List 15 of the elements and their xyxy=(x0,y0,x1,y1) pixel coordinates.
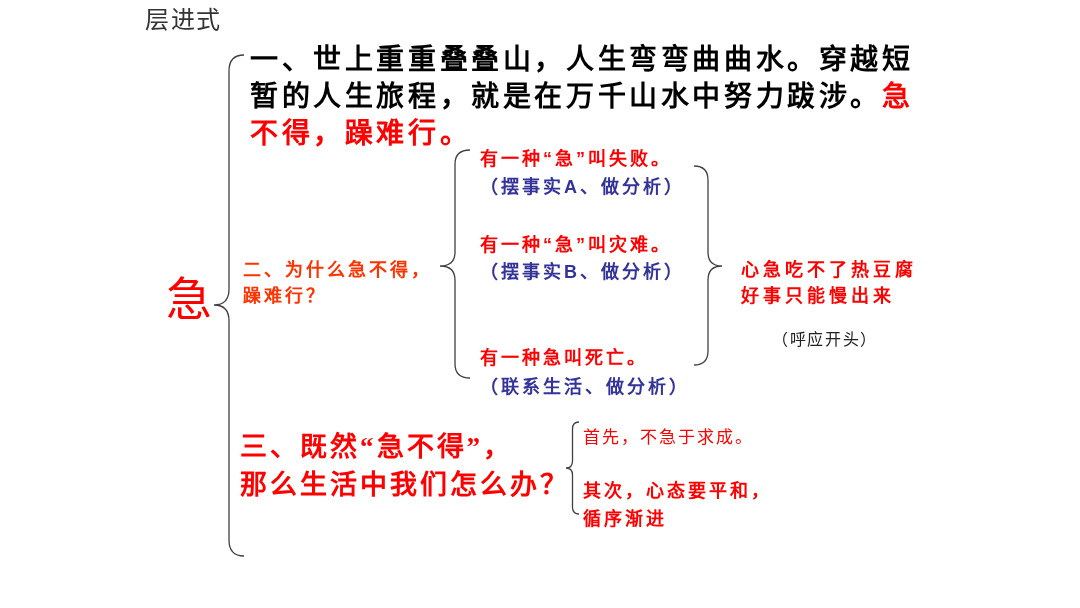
step-text: 首先，不急于求成。 xyxy=(583,427,754,449)
point-paragraph: 一、世上重重叠叠山，人生弯弯曲曲水。穿越短暂的人生旅程，就是在万千山水中努力跋涉。急不得，躁难行。 xyxy=(250,43,915,149)
point-heading: 三、既然“急不得”，那么生活中我们怎么办？ xyxy=(240,431,560,502)
method-note: （摆事实A、做分析） xyxy=(480,176,685,199)
reason-text: 有一种“急”叫灾难。 xyxy=(480,234,672,257)
method-note: （联系生活、做分析） xyxy=(480,376,690,399)
reason-text: 有一种“急”叫失败。 xyxy=(480,148,672,171)
reason-text: 有一种急叫死亡。 xyxy=(480,347,648,370)
step-text: 其次，心态要平和，循序渐进 xyxy=(583,479,773,531)
proverb-text: 心急吃不了热豆腐好事只能慢出来 xyxy=(741,259,918,308)
diagram-title: 层进式 xyxy=(145,5,222,35)
note-text: （呼应开头） xyxy=(772,330,879,350)
method-note: （摆事实B、做分析） xyxy=(480,261,685,284)
topic-character: 急 xyxy=(166,274,212,326)
point-heading: 二、为什么急不得，躁难行？ xyxy=(243,259,433,308)
